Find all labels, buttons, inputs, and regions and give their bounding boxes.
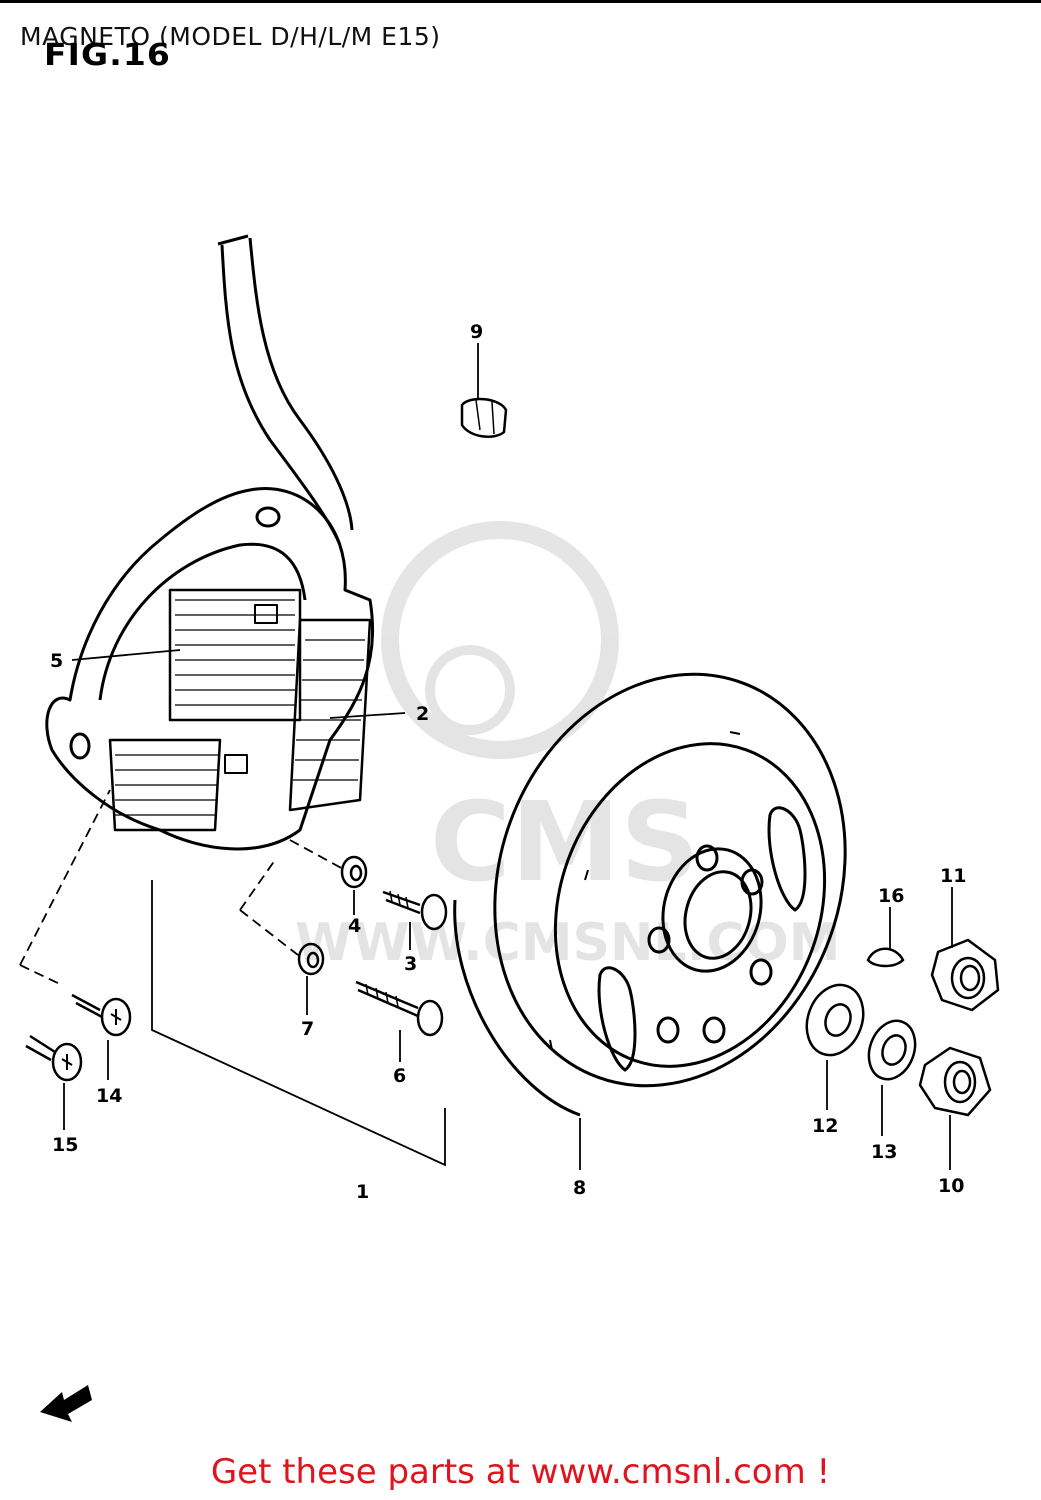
flange-nut-11 (930, 938, 1000, 1012)
bolt-3 (382, 890, 448, 931)
get-parts-link[interactable]: Get these parts at www.cmsnl.com ! (210, 1452, 831, 1492)
callout-9: 9 (470, 321, 483, 343)
screw-15 (25, 1034, 83, 1082)
left-arrow-icon (40, 1385, 92, 1422)
top-rule (0, 0, 1041, 3)
callout-2: 2 (416, 703, 429, 725)
callout-8: 8 (573, 1177, 586, 1199)
callout-10: 10 (938, 1175, 964, 1197)
key-9 (460, 397, 508, 438)
screw-14 (71, 993, 132, 1037)
callout-4: 4 (348, 915, 361, 937)
callout-6: 6 (393, 1065, 406, 1087)
watermark-brand: CMS (430, 778, 699, 906)
figure-number: FIG.16 (44, 38, 171, 73)
callout-16: 16 (878, 885, 904, 907)
callout-labels: 9 5 2 4 3 7 6 14 15 1 8 12 13 10 16 11 (50, 321, 966, 1203)
key-16 (866, 947, 905, 968)
flywheel-rotor (453, 672, 847, 1117)
callout-11: 11 (940, 865, 966, 887)
callout-12: 12 (812, 1115, 838, 1137)
nut-10 (918, 1046, 992, 1117)
callout-14: 14 (96, 1085, 122, 1107)
cms-watermark-logo: CMS WWW.CMSNL.COM (295, 521, 840, 973)
washer-12 (805, 983, 865, 1057)
lock-washer-13 (867, 1019, 917, 1081)
callout-15: 15 (52, 1134, 78, 1156)
washer-4 (340, 855, 368, 889)
washer-7 (297, 942, 325, 976)
stator-assembly (45, 234, 375, 851)
bolt-6 (355, 980, 444, 1037)
callout-3: 3 (404, 953, 417, 975)
callout-5: 5 (50, 650, 63, 672)
callout-7: 7 (301, 1018, 314, 1040)
leader-lines (19, 343, 953, 1170)
callout-1: 1 (356, 1181, 369, 1203)
callout-13: 13 (871, 1141, 897, 1163)
page-title: MAGNETO (MODEL D/H/L/M E15) (20, 22, 441, 51)
